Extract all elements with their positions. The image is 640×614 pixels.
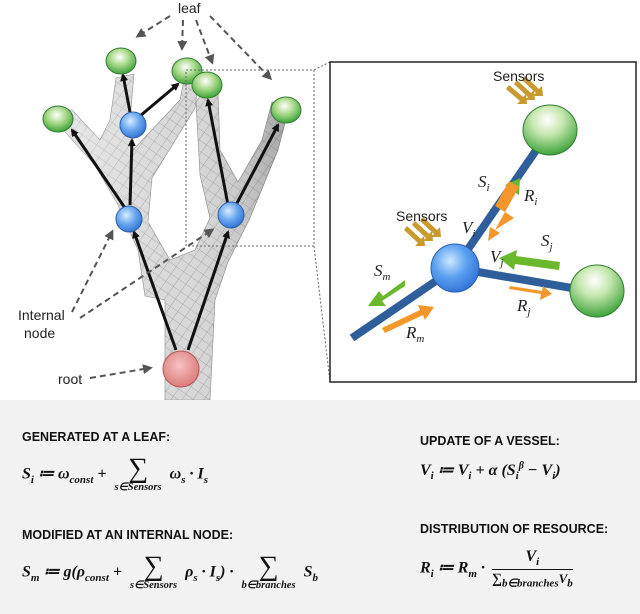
tree-edges	[70, 73, 280, 351]
leaf-formula: Si ≔ ωconst + ∑s∈Sensors ωs · Is	[22, 453, 208, 494]
edge-mid-leaf2	[120, 73, 132, 113]
resource-arrow-i	[488, 212, 514, 241]
label-Vj: Vj	[490, 247, 503, 269]
dashed-pointers	[71, 15, 273, 379]
inset-leaf-node-i	[522, 104, 578, 156]
internal-node-label-line2: node	[24, 325, 55, 341]
sensors-label-top: Sensors	[493, 68, 544, 84]
resource-arrow-i-body	[495, 181, 519, 212]
internal-node-label-line1: Internal	[18, 307, 65, 323]
vessel-heading: UPDATE OF A VESSEL:	[420, 434, 560, 448]
internal-node	[115, 205, 143, 233]
root-node	[162, 350, 200, 388]
tree-nodes	[42, 47, 302, 388]
leaf-node	[42, 105, 74, 133]
resource-heading: DISTRIBUTION OF RESOURCE:	[420, 522, 609, 536]
edge-right-leaf5	[234, 123, 280, 206]
edge-right-leaf4	[205, 98, 230, 206]
sum-symbol: ∑s∈Sensors	[130, 551, 178, 592]
edge-left-leaf1	[70, 128, 127, 209]
internal-node	[119, 111, 147, 139]
edge-mid-leaf3	[139, 82, 180, 118]
label-Rm: Rm	[405, 323, 424, 345]
mesh-tree	[51, 73, 291, 400]
edge-root-left	[132, 230, 178, 351]
resource-formula: Ri ≔ Rm · Vi∑b∈branchesVb	[420, 548, 573, 590]
vessel-formula: Vi ≔ Vi + α (Siβ − Vi)	[420, 460, 561, 483]
sum-symbol: ∑b∈branches	[241, 551, 296, 592]
internal-formula-block: MODIFIED AT AN INTERNAL NODE: Sm ≔ g(ρco…	[22, 528, 318, 592]
label-Sm: Sm	[374, 261, 391, 283]
resource-arrow-m	[382, 305, 434, 333]
label-Rj: Rj	[516, 296, 530, 318]
edge-root-right	[186, 230, 230, 351]
leaf-label: leaf	[178, 0, 201, 16]
leaf-node	[191, 71, 223, 99]
inset-leaf-node-j	[569, 264, 625, 318]
signal-arrow-j	[499, 250, 560, 270]
resource-arrow-j	[509, 286, 552, 300]
sensor-arrows-top	[506, 76, 543, 104]
label-Si: Si	[478, 172, 490, 194]
formula-panel: GENERATED AT A LEAF: Si ≔ ωconst + ∑s∈Se…	[0, 400, 640, 614]
sensors-label-left: Sensors	[396, 208, 447, 224]
resource-formula-block: DISTRIBUTION OF RESOURCE: Ri ≔ Rm · Vi∑b…	[420, 522, 608, 590]
inset-panel: Sensors Sensors Si Ri Vi Vj Sj Sm Rj Rm	[329, 61, 637, 383]
leaf-node	[270, 96, 302, 124]
label-Sj: Sj	[541, 231, 553, 253]
sum-symbol: ∑s∈Sensors	[114, 453, 162, 494]
internal-node	[217, 201, 245, 229]
root-label: root	[58, 371, 82, 387]
edge-left-mid	[127, 138, 136, 206]
internal-formula: Sm ≔ g(ρconst + ∑s∈Sensors ρs · Is) · ∑b…	[22, 551, 318, 592]
leaf-formula-block: GENERATED AT A LEAF: Si ≔ ωconst + ∑s∈Se…	[22, 430, 208, 494]
tree-diagram: leaf Internal node root	[18, 0, 637, 400]
label-Vi: Vi	[462, 218, 475, 240]
signal-arrow-m	[368, 280, 405, 306]
inset-internal-node	[430, 243, 480, 293]
leaf-heading: GENERATED AT A LEAF:	[22, 430, 171, 444]
resource-arrows	[382, 181, 552, 333]
sensor-arrows-left	[404, 217, 441, 246]
leaf-node	[105, 47, 137, 75]
fraction: Vi∑b∈branchesVb	[491, 548, 573, 590]
vessel-formula-block: UPDATE OF A VESSEL: Vi ≔ Vi + α (Siβ − V…	[420, 434, 561, 482]
label-Ri: Ri	[523, 186, 537, 208]
internal-heading: MODIFIED AT AN INTERNAL NODE:	[22, 528, 234, 542]
zoom-region	[185, 69, 315, 247]
